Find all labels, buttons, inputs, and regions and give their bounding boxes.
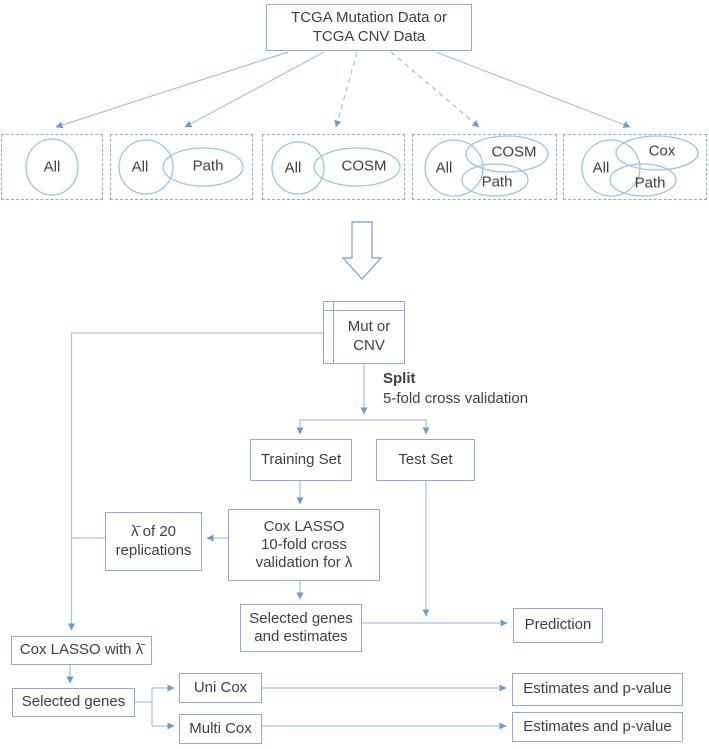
cox-lasso-cv-line1: Cox LASSO <box>263 517 345 535</box>
estimates-pvalue-uni-box: Estimates and p-value <box>512 673 683 706</box>
gene-set-box-all-cox-path <box>563 134 707 200</box>
uni-cox-box: Uni Cox <box>179 673 262 703</box>
tcga-data-line1: TCGA Mutation Data or <box>291 9 447 27</box>
mut-cnv-box: Mut or CNV <box>323 301 405 364</box>
venn4-label-cosm: COSM <box>491 143 537 161</box>
gene-set-box-all <box>1 134 103 200</box>
gene-set-box-all-path <box>110 134 253 200</box>
training-set-label: Training Set <box>260 450 342 468</box>
split-title: Split <box>383 370 416 387</box>
arrow-to-set-3 <box>334 51 358 128</box>
venn-shapes <box>25 135 699 197</box>
selected-genes-box: Selected genes <box>12 688 135 717</box>
venn3-cosm <box>313 147 401 187</box>
venn1-label-all: All <box>43 158 61 176</box>
gene-set-box-all-cosm-path <box>412 134 557 200</box>
venn4-cosm <box>465 135 549 173</box>
arrow-to-set-4 <box>390 51 480 128</box>
test-set-box: Test Set <box>376 439 475 481</box>
venn3-label-all: All <box>284 159 302 177</box>
top-fanout-arrows <box>55 51 631 129</box>
multi-cox-box: Multi Cox <box>179 714 262 744</box>
estimates-pvalue-multi-label: Estimates and p-value <box>523 717 672 735</box>
arrow-to-set-5 <box>435 51 631 128</box>
venn5-label-cox: Cox <box>648 142 676 160</box>
cox-lasso-with-lambda-label: Cox LASSO with λ̄ <box>19 641 144 659</box>
split-subtitle: 5-fold cross validation <box>383 390 529 407</box>
estimates-pvalue-multi-box: Estimates and p-value <box>512 712 683 742</box>
mut-cnv-inner-row-line <box>324 310 404 311</box>
venn3-label-cosm: COSM <box>341 157 387 175</box>
prediction-box: Prediction <box>513 608 603 643</box>
venn1-all <box>25 138 79 196</box>
flow-connectors <box>66 332 508 730</box>
uni-cox-label: Uni Cox <box>193 678 248 696</box>
venn4-label-all: All <box>435 159 453 177</box>
cox-lasso-cv-box: Cox LASSO 10-fold cross validation for λ <box>228 509 380 581</box>
tcga-data-line2: TCGA CNV Data <box>312 27 426 45</box>
mut-cnv-line1: Mut or <box>347 318 391 336</box>
selected-genes-estimates-line2: and estimates <box>254 628 348 645</box>
venn2-all <box>118 139 174 195</box>
mut-cnv-line2: CNV <box>353 336 385 354</box>
venn5-label-all: All <box>592 159 610 177</box>
venn5-path <box>609 163 677 197</box>
arrow-to-set-1 <box>55 51 289 129</box>
venn4-path <box>461 163 529 197</box>
arrow-to-set-2 <box>184 51 325 128</box>
cox-lasso-with-lambda-box: Cox LASSO with λ̄ <box>11 636 152 665</box>
mut-cnv-inner-column-line <box>333 302 334 363</box>
venn4-label-path: Path <box>481 173 513 191</box>
lambda-replications-box: λ̄ of 20 replications <box>105 512 202 571</box>
test-set-label: Test Set <box>398 450 453 468</box>
venn5-cox <box>615 135 699 171</box>
big-down-arrow <box>341 221 383 281</box>
venn2-label-all: All <box>131 158 149 176</box>
venn3-all <box>271 141 325 195</box>
cox-lasso-cv-line2: 10-fold cross <box>261 535 347 553</box>
selected-genes-estimates-box: Selected genes and estimates <box>240 604 362 652</box>
cox-lasso-cv-line3: validation for λ <box>255 554 353 572</box>
venn2-label-path: Path <box>192 157 224 175</box>
venn2-path <box>162 147 244 187</box>
prediction-label: Prediction <box>524 616 592 634</box>
estimates-pvalue-uni-label: Estimates and p-value <box>523 680 672 698</box>
tcga-data-box: TCGA Mutation Data or TCGA CNV Data <box>266 4 472 51</box>
venn5-label-path: Path <box>634 174 666 192</box>
selected-genes-label: Selected genes <box>21 693 126 711</box>
lambda-replications-line2: replications <box>115 541 192 559</box>
lambda-replications-line1: λ̄ of 20 <box>130 523 177 541</box>
mut-left-loop <box>68 332 323 631</box>
multi-cox-label: Multi Cox <box>189 719 252 737</box>
gene-set-box-all-cosm <box>262 134 405 200</box>
training-set-box: Training Set <box>250 439 352 481</box>
selected-genes-estimates-line1: Selected genes <box>249 609 353 627</box>
